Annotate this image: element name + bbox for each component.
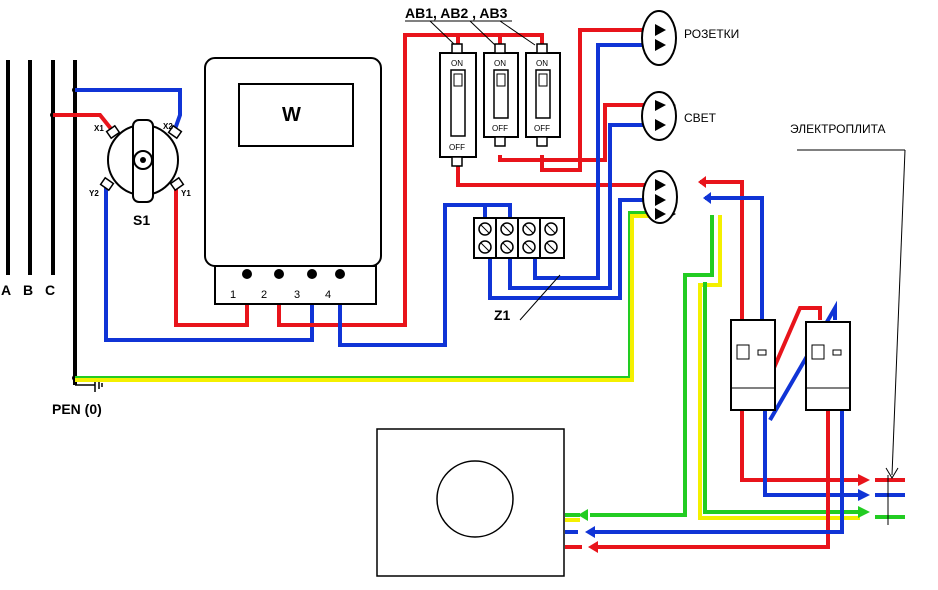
label-breakers: AB1, AB2 , AB3: [405, 5, 508, 21]
wire-ab2-to-light-b: [498, 103, 665, 162]
svg-text:ON: ON: [451, 59, 463, 68]
label-z1: Z1: [494, 307, 511, 323]
wire-stove-return-neutral: [595, 410, 844, 534]
load-sockets: РОЗЕТКИ: [641, 10, 739, 66]
stove-breakers: [730, 319, 851, 411]
wire-z1-to-sockets: [533, 43, 665, 280]
load-light: СВЕТ: [641, 91, 717, 141]
wire-neutral-in: [75, 88, 182, 133]
label-light: СВЕТ: [684, 111, 717, 125]
label-stove: ЭЛЕКТРОПЛИТА: [790, 122, 886, 136]
wire-s1-to-meter-3: [104, 185, 314, 342]
svg-text:ON: ON: [536, 59, 548, 68]
bus-bars: A B C: [1, 60, 78, 385]
label-meter-w: W: [282, 104, 301, 126]
label-switch-x1: X1: [94, 124, 104, 133]
wire-meter-4-to-z1: [338, 203, 487, 347]
label-switch-x2: X2: [163, 122, 173, 131]
switch-s1: X1 X2 Y2 Y1 S1: [89, 119, 191, 228]
meter-terminal-box: [214, 265, 377, 305]
label-phase-a: A: [1, 282, 11, 298]
label-phase-c: C: [45, 282, 55, 298]
wire-bridge-phase: [758, 306, 822, 401]
meter-display: [238, 83, 354, 147]
wire-stove-pe-yellow: [698, 215, 860, 520]
label-meter-2: 2: [261, 289, 267, 301]
label-switch-y1: Y1: [181, 189, 191, 198]
breaker-ab2: ON OFF: [483, 43, 519, 147]
load-stove-feed: [642, 170, 678, 224]
label-meter-4: 4: [325, 289, 331, 301]
wire-bridge-neutral: [768, 300, 837, 422]
svg-text:OFF: OFF: [449, 143, 465, 152]
cooktop: [376, 428, 565, 577]
hotplate-circle: [436, 460, 514, 538]
breakers: AB1, AB2 , AB3 ON OFF ON OFF: [405, 5, 561, 167]
label-meter-1: 1: [230, 289, 236, 301]
wire-phase-in: [53, 113, 114, 132]
wire-stove-pe-green: [590, 215, 714, 517]
svg-text:OFF: OFF: [534, 124, 550, 133]
wire-ab1-to-stove: [456, 162, 665, 187]
svg-text:ON: ON: [494, 59, 506, 68]
wire-stove-return-phase: [598, 410, 830, 549]
wire-z1-to-stove: [488, 198, 665, 300]
breaker-ab3: ON OFF: [525, 43, 561, 147]
label-sockets: РОЗЕТКИ: [684, 27, 739, 41]
wire-stove-neutral-1: [705, 196, 764, 320]
wire-z1-to-light: [508, 123, 665, 290]
wire-stove-out-phase: [740, 410, 865, 482]
label-switch-s1: S1: [133, 212, 150, 228]
energy-meter: W 1 2 3 4: [204, 57, 382, 305]
terminal-block-z1: Z1: [473, 217, 565, 323]
breaker-ab1: ON OFF: [439, 43, 477, 167]
svg-text:OFF: OFF: [492, 124, 508, 133]
label-phase-b: B: [23, 282, 33, 298]
label-meter-3: 3: [294, 289, 300, 301]
label-pen: PEN (0): [52, 401, 102, 417]
wire-ab3-to-sockets: [540, 28, 665, 172]
label-switch-y2: Y2: [89, 189, 99, 198]
wire-stove-out-neutral: [763, 410, 865, 497]
wire-stove-phase-1: [700, 180, 744, 320]
